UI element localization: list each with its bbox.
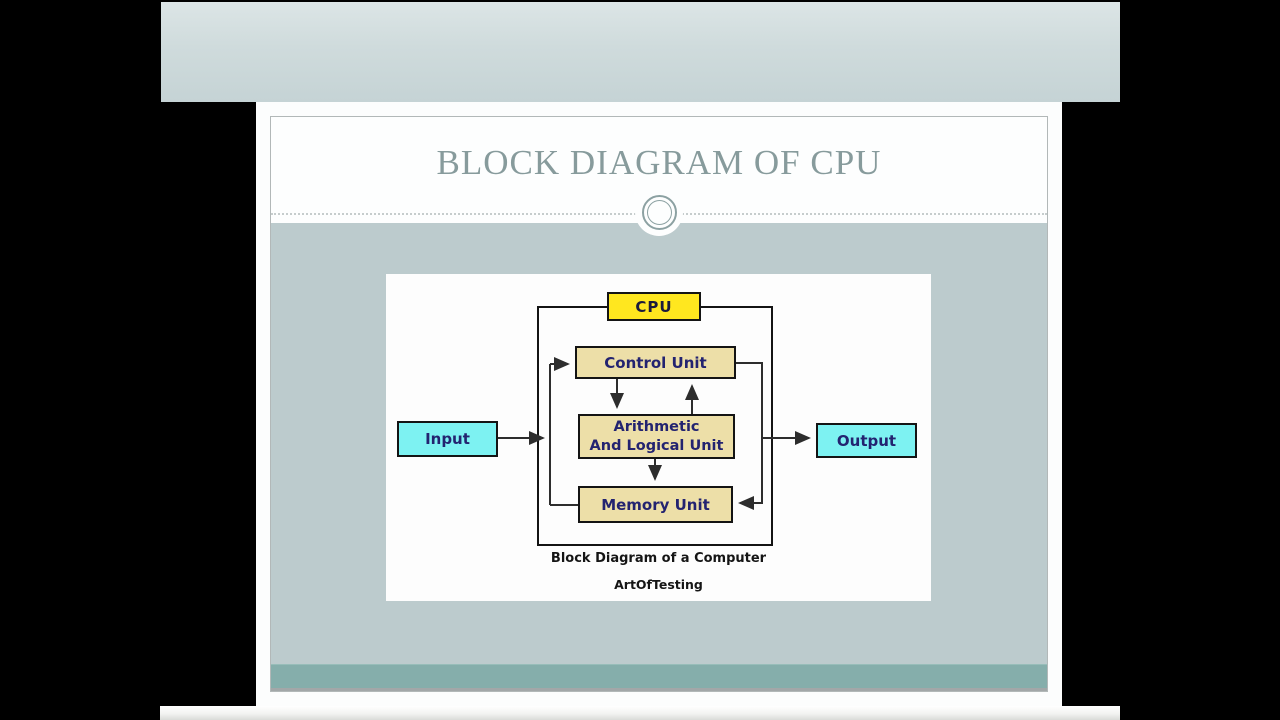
slide-footer-strip <box>271 664 1047 691</box>
node-alu-label-line2: And Logical Unit <box>589 437 724 454</box>
node-control-unit: Control Unit <box>575 346 736 379</box>
divider-circle-ornament <box>642 195 677 230</box>
diagram-attribution: ArtOfTesting <box>614 577 703 592</box>
diagram-connectors <box>498 357 811 510</box>
slide-bottom-border <box>271 688 1047 691</box>
node-control-unit-label: Control Unit <box>604 353 707 372</box>
slide: BLOCK DIAGRAM OF CPU <box>270 116 1048 692</box>
video-top-band <box>161 2 1120 102</box>
diagram-caption: Block Diagram of a Computer <box>550 551 767 566</box>
node-memory-unit: Memory Unit <box>578 486 733 523</box>
divider-circle-inner-ring <box>647 200 672 225</box>
node-cpu-label: CPU <box>635 297 673 316</box>
node-input: Input <box>397 421 498 457</box>
diagram-panel: CPU Control Unit Arithmetic And Logical … <box>386 274 931 601</box>
node-output: Output <box>816 423 917 458</box>
video-bottom-band <box>160 706 1120 720</box>
presentation-page: BLOCK DIAGRAM OF CPU <box>256 102 1062 706</box>
node-cpu: CPU <box>607 292 701 321</box>
slide-title: BLOCK DIAGRAM OF CPU <box>436 143 882 182</box>
node-alu-label-line1: Arithmetic <box>613 418 700 435</box>
edge-control-to-memory-right <box>736 362 763 510</box>
node-input-label: Input <box>425 430 470 448</box>
node-output-label: Output <box>836 431 897 450</box>
node-arithmetic-logical-unit: Arithmetic And Logical Unit <box>578 414 735 459</box>
node-memory-unit-label: Memory Unit <box>601 495 710 514</box>
